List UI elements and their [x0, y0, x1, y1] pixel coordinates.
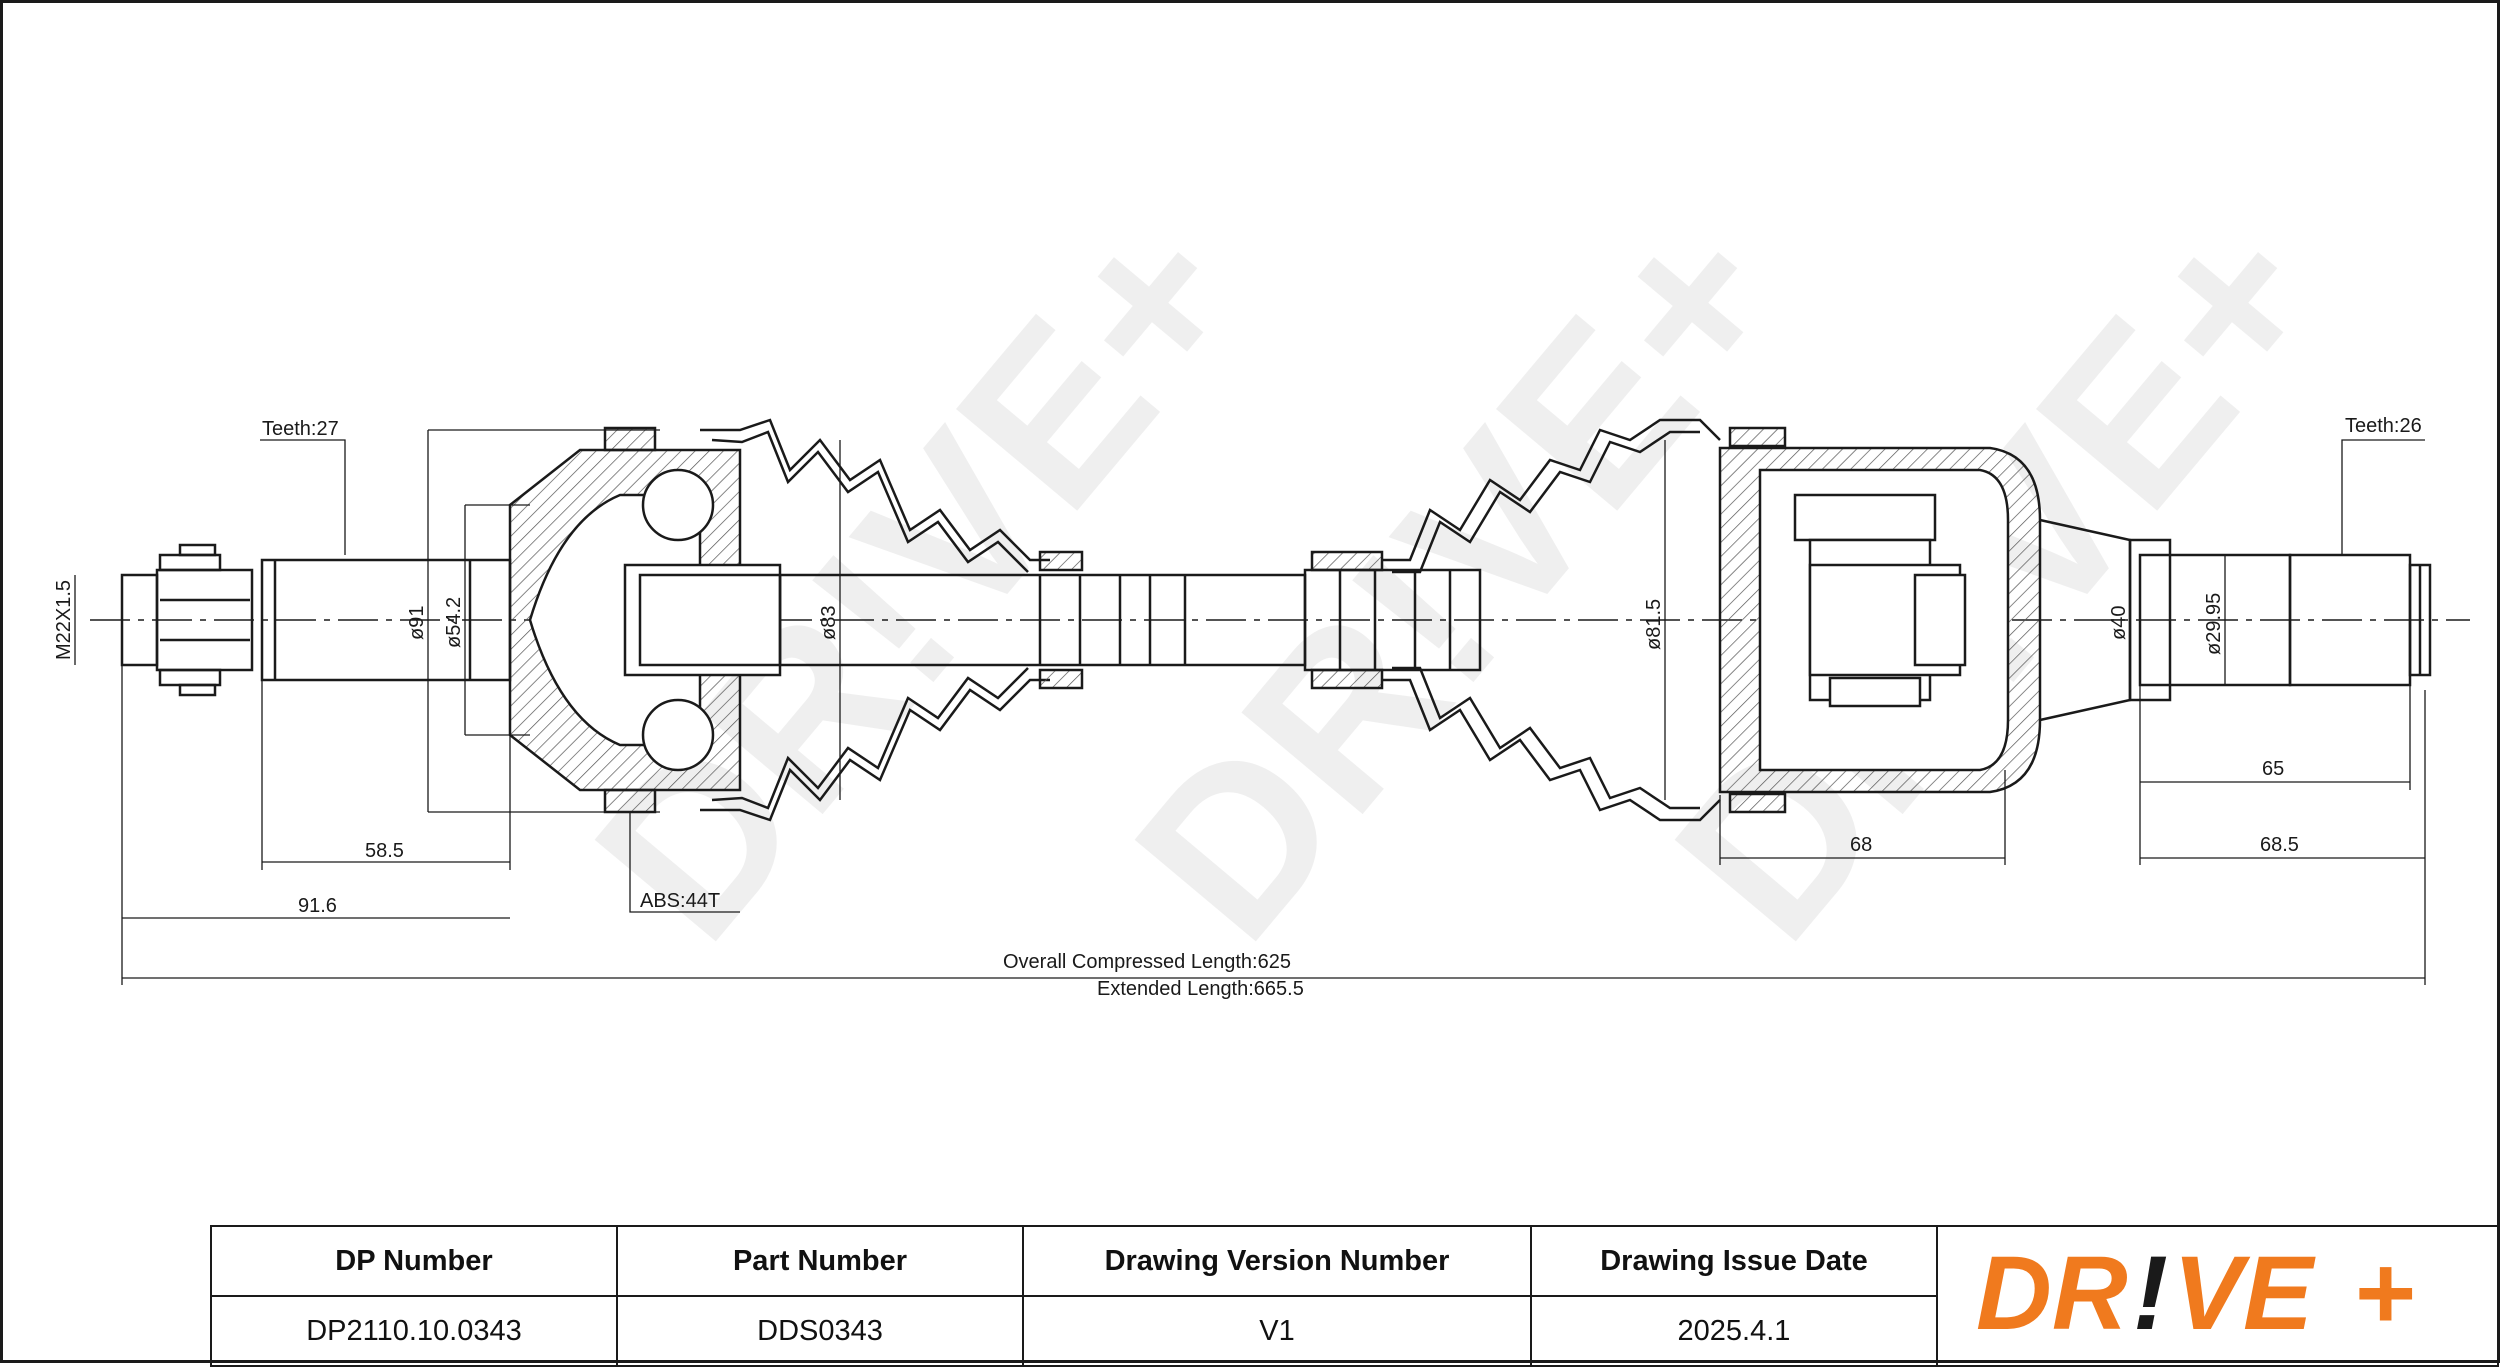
header-drawing-version: Drawing Version Number — [1022, 1225, 1532, 1297]
outer-cv-joint — [508, 426, 782, 814]
dia-40-label: ø40 — [2108, 606, 2130, 640]
dia-81-5-label: ø81.5 — [1643, 599, 1665, 650]
header-dp-number: DP Number — [210, 1225, 618, 1297]
intermediate-shaft — [778, 550, 1482, 690]
teeth-right-label: Teeth:26 — [2345, 415, 2422, 437]
dia-54-2-label: ø54.2 — [443, 597, 465, 648]
header-issue-date: Drawing Issue Date — [1530, 1225, 1938, 1297]
len-58-5-label: 58.5 — [365, 840, 404, 862]
logo-middle: VE — [2173, 1235, 2316, 1352]
len-65-label: 65 — [2262, 758, 2284, 780]
value-part-number: DDS0343 — [616, 1295, 1024, 1367]
len-68-label: 68 — [1850, 834, 1872, 856]
dia-29-95-label: ø29.95 — [2203, 593, 2225, 655]
teeth-left-label: Teeth:27 — [262, 418, 339, 440]
dimension-lines — [74, 429, 2426, 985]
value-issue-date: 2025.4.1 — [1530, 1295, 1938, 1367]
len-68-5-label: 68.5 — [2260, 834, 2299, 856]
right-boot — [1382, 418, 1787, 822]
header-part-number: Part Number — [616, 1225, 1024, 1297]
value-drawing-version: V1 — [1022, 1295, 1532, 1367]
brand-logo: DR ! VE + — [1976, 1235, 2414, 1352]
brand-logo-cell: DR ! VE + — [1936, 1225, 2499, 1367]
len-91-6-label: 91.6 — [298, 895, 337, 917]
title-block: DP Number Part Number Drawing Version Nu… — [210, 1225, 2499, 1367]
watermark-group: DR!VE+ DR!VE+ DR!VE+ — [547, 168, 2370, 984]
logo-mark: ! — [2133, 1235, 2168, 1352]
thread-label: M22X1.5 — [53, 580, 75, 660]
dia-91-label: ø91 — [406, 606, 428, 640]
right-stub — [2039, 518, 2432, 722]
dia-83-label: ø83 — [818, 606, 840, 640]
extended-label: Extended Length:665.5 — [1097, 978, 1304, 1000]
inner-tripod-joint — [1718, 446, 2042, 794]
logo-suffix: + — [2353, 1235, 2414, 1352]
value-dp-number: DP2110.10.0343 — [210, 1295, 618, 1367]
left-boot — [700, 418, 1084, 822]
overall-compressed-label: Overall Compressed Length:625 — [1003, 951, 1291, 973]
logo-prefix: DR — [1976, 1235, 2128, 1352]
abs-label: ABS:44T — [640, 890, 720, 912]
